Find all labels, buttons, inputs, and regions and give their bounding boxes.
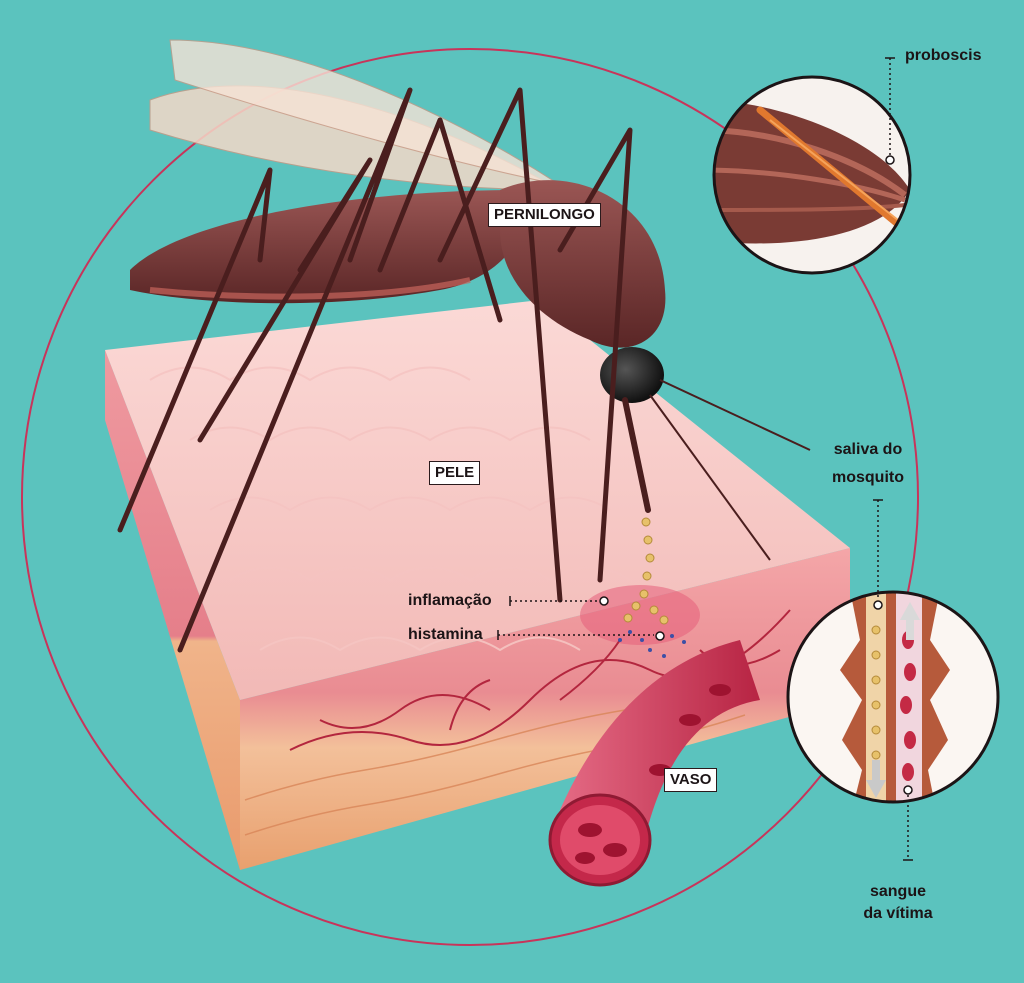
label-mosquito: PERNILONGO: [488, 203, 601, 227]
histamine-dots: [618, 630, 686, 658]
label-blood-line1: sangue: [869, 883, 926, 900]
blood-leader: [903, 795, 913, 861]
saliva-leader: [873, 499, 883, 600]
skin-block: [105, 300, 850, 870]
label-histamine: histamina: [408, 626, 483, 643]
saliva-droplets: [623, 517, 669, 625]
magnifier-blood-flow-icon: [786, 590, 1000, 804]
histamine-leader: [497, 630, 665, 641]
inflammation-leader: [509, 596, 609, 606]
blood-vessel: [548, 640, 760, 887]
label-skin: PELE: [429, 461, 481, 485]
label-inflammation: inflamação: [408, 592, 492, 609]
label-saliva-line2: mosquito: [832, 469, 904, 486]
label-blood-line2: da vítima: [863, 905, 933, 922]
label-saliva-line1: saliva do: [833, 441, 903, 458]
label-proboscis: proboscis: [905, 47, 982, 64]
label-vessel: VASO: [664, 768, 718, 792]
proboscis-leader: [885, 57, 895, 156]
magnifier-proboscis-icon: [712, 75, 912, 275]
background-circle: [21, 48, 919, 946]
